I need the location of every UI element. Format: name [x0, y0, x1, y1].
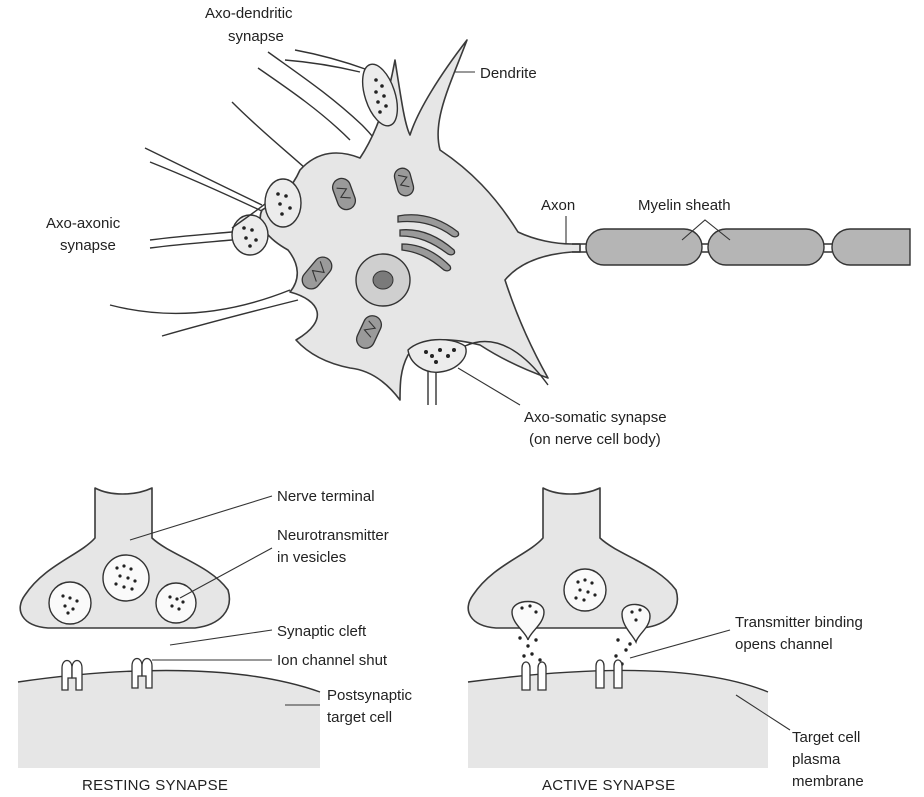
dendrite-branch [258, 68, 350, 140]
leader-axo-somatic [458, 368, 520, 405]
label-target-cell-2: plasma [792, 751, 841, 768]
label-transmitter-binding-2: opens channel [735, 636, 833, 653]
label-axo-axonic-2: synapse [60, 237, 116, 254]
label-axo-axonic-1: Axo-axonic [46, 215, 121, 232]
label-axo-dendritic-1: Axo-dendritic [205, 5, 293, 22]
caption-active-synapse: ACTIVE SYNAPSE [542, 777, 675, 794]
label-ion-channel-shut: Ion channel shut [277, 652, 388, 669]
dendrite-branch [145, 148, 262, 205]
label-transmitter-binding-1: Transmitter binding [735, 614, 863, 631]
label-axo-somatic-1: Axo-somatic synapse [524, 409, 667, 426]
caption-resting-synapse: RESTING SYNAPSE [82, 777, 228, 794]
dendrite-branch [150, 162, 268, 214]
label-dendrite: Dendrite [480, 65, 537, 82]
label-synaptic-cleft: Synaptic cleft [277, 623, 367, 640]
label-target-cell-1: Target cell [792, 729, 860, 746]
axo-dendritic-terminal [285, 50, 404, 130]
label-axo-somatic-2: (on nerve cell body) [529, 431, 661, 448]
label-target-cell-3: membrane [792, 773, 864, 790]
label-myelin-sheath: Myelin sheath [638, 197, 731, 214]
dendrite-branch [162, 300, 298, 336]
label-neurotransmitter-2: in vesicles [277, 549, 346, 566]
dendrite-branch [232, 102, 305, 168]
myelin-sheath-segments [586, 229, 910, 265]
nucleolus [373, 271, 393, 289]
dendrite-branch [110, 290, 290, 313]
neuron [110, 40, 910, 405]
label-neurotransmitter-1: Neurotransmitter [277, 527, 389, 544]
label-postsynaptic-1: Postsynaptic [327, 687, 413, 704]
label-postsynaptic-2: target cell [327, 709, 392, 726]
label-axo-dendritic-2: synapse [228, 28, 284, 45]
label-nerve-terminal: Nerve terminal [277, 488, 375, 505]
label-axon: Axon [541, 197, 575, 214]
resting-synapse [18, 488, 320, 768]
